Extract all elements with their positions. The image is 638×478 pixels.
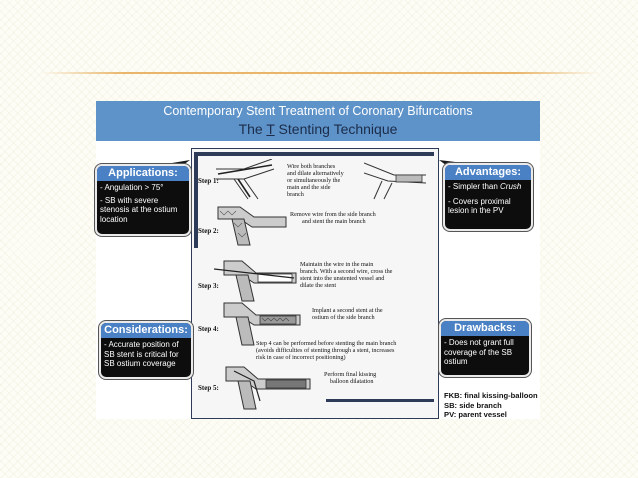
step-4-desc: Implant a second stent at the ostium of … xyxy=(312,307,383,321)
decorative-rule xyxy=(40,72,600,74)
slide-header: Contemporary Stent Treatment of Coronary… xyxy=(96,101,540,141)
legend-pv: PV: parent vessel xyxy=(444,410,507,419)
step-4-note: Step 4 can be performed before stenting … xyxy=(256,340,397,361)
step-2-label: Step 2: xyxy=(198,227,219,235)
advantages-title: Advantages: xyxy=(445,165,531,180)
applications-item-2: - SB with severe stenosis at the ostium … xyxy=(100,195,178,224)
step-5-desc: Perform final kissing balloon dilatation xyxy=(324,371,377,385)
advantages-item-2: - Covers proximal lesion in the PV xyxy=(448,196,511,216)
advantages-body: - Simpler than Crush - Covers proximal l… xyxy=(445,180,531,218)
frame-top-bar xyxy=(196,152,434,156)
drawbacks-body: - Does not grant full coverage of the SB… xyxy=(444,338,514,366)
applications-title: Applications: xyxy=(97,166,189,181)
considerations-title: Considerations: xyxy=(101,323,191,338)
step-3-desc: Maintain the wire in the main branch. Wi… xyxy=(300,261,393,289)
considerations-box: Considerations: - Accurate position of S… xyxy=(99,321,193,379)
applications-item-1: - Angulation > 75° xyxy=(100,183,164,192)
step-1-desc: Wire both branches and dilate alternativ… xyxy=(287,163,344,198)
step-1-balloon-illustration xyxy=(364,162,427,200)
step-5-illustration xyxy=(225,366,311,410)
step-1-label: Step 1: xyxy=(198,177,219,185)
step-2-illustration xyxy=(217,206,287,246)
step-5-label: Step 5: xyxy=(198,384,219,392)
slide-title: Contemporary Stent Treatment of Coronary… xyxy=(163,104,473,118)
step-3-illustration xyxy=(214,260,297,302)
step-4-illustration xyxy=(223,302,301,346)
slide-image: Contemporary Stent Treatment of Coronary… xyxy=(95,101,540,420)
slide-subtitle: The T Stenting Technique xyxy=(96,121,540,137)
legend-fkb: FKB: final kissing-balloon xyxy=(444,391,538,400)
legend-sb: SB: side branch xyxy=(444,400,502,410)
drawbacks-title: Drawbacks: xyxy=(441,321,529,336)
step-1-illustration xyxy=(216,159,275,200)
applications-body: - Angulation > 75° - SB with severe sten… xyxy=(97,181,189,226)
steps-diagram: Step 1: Wire both branches and dilate al… xyxy=(191,148,439,419)
abbreviation-legend: FKB: final kissing-balloon SB: side bran… xyxy=(444,391,538,420)
frame-bottom-bar xyxy=(326,399,434,402)
applications-box: Applications: - Angulation > 75° - SB wi… xyxy=(95,164,191,236)
advantages-box: Advantages: - Simpler than Crush - Cover… xyxy=(443,163,533,231)
frame-left-bar xyxy=(194,152,198,248)
subtitle-t: T xyxy=(266,121,275,137)
drawbacks-box: Drawbacks: - Does not grant full coverag… xyxy=(439,319,531,377)
considerations-body: - Accurate position of SB stent is criti… xyxy=(104,340,179,368)
step-2-desc: Remove wire from the side branch and ste… xyxy=(290,211,376,225)
advantages-item-1: - Simpler than Crush xyxy=(448,182,522,191)
subtitle-pre: The xyxy=(238,121,267,137)
step-4-label: Step 4: xyxy=(198,325,219,333)
step-3-label: Step 3: xyxy=(198,282,219,290)
subtitle-post: Stenting Technique xyxy=(274,121,398,137)
